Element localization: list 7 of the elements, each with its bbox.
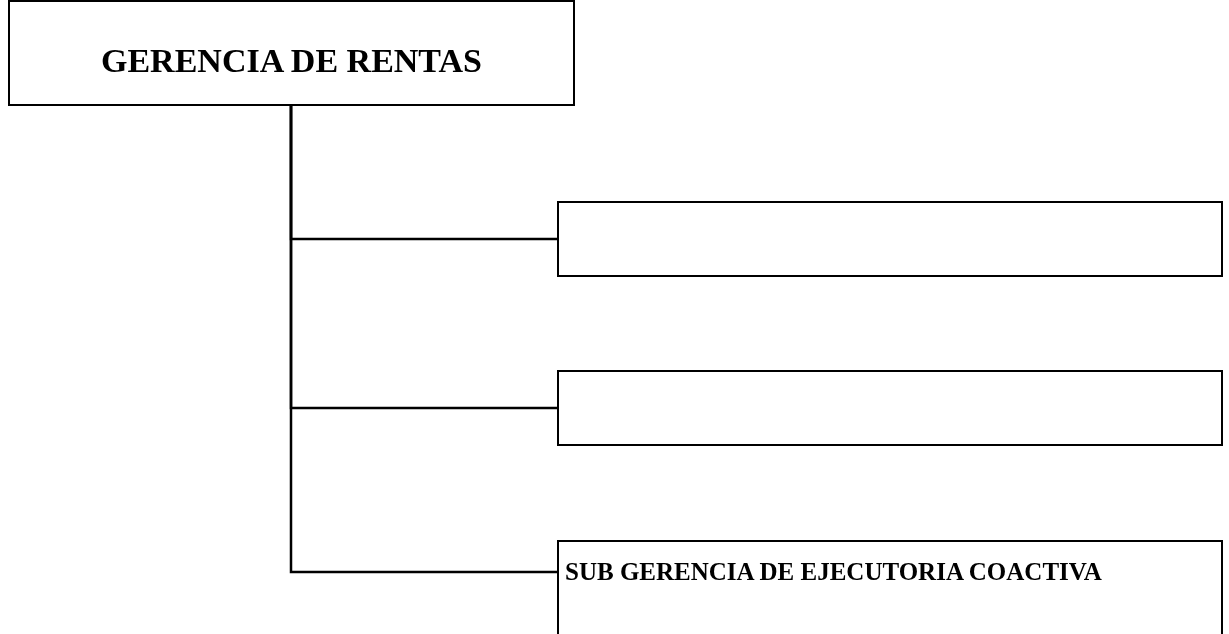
empty-box xyxy=(557,201,1223,277)
org-box xyxy=(557,540,1223,634)
unit-name: GERENCIA DE RENTAS xyxy=(100,42,483,80)
connector-line xyxy=(289,106,557,574)
org-box xyxy=(8,0,575,106)
empty-box xyxy=(557,370,1223,446)
unit-name: SUB GERENCIA DE EJECUTORIA COACTIVA xyxy=(565,558,1103,586)
